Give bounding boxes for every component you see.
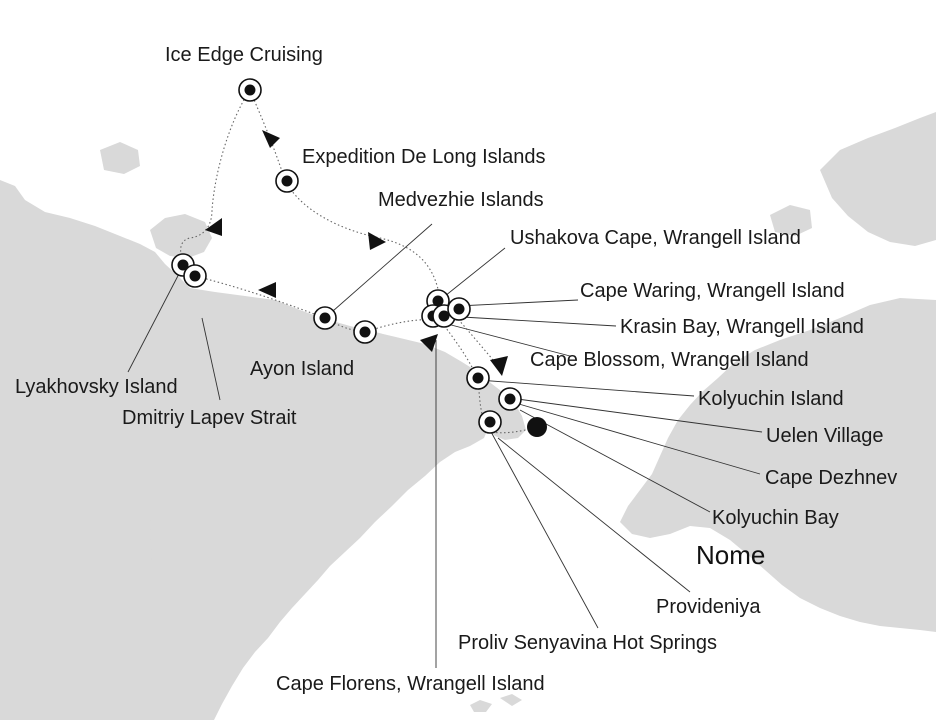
- aleutian-islands: [470, 694, 522, 712]
- port-marker[interactable]: [527, 417, 547, 437]
- arrow-icon: [490, 356, 508, 376]
- arrow-icon: [262, 130, 280, 148]
- label-kolyuchin-bay[interactable]: Kolyuchin Bay: [712, 507, 839, 529]
- label-medvezhie-islands[interactable]: Medvezhie Islands: [378, 189, 544, 211]
- stop-marker[interactable]: [183, 264, 207, 288]
- stop-marker[interactable]: [498, 387, 522, 411]
- arctic-island-small-ne: [770, 205, 812, 236]
- label-provideniya[interactable]: Provideniya: [656, 596, 761, 618]
- stop-marker[interactable]: [447, 297, 471, 321]
- label-uelen-village[interactable]: Uelen Village: [766, 425, 884, 447]
- label-port-nome[interactable]: Nome: [696, 540, 765, 570]
- kamchatka-landmass: [145, 510, 220, 720]
- stop-marker[interactable]: [466, 366, 490, 390]
- label-cape-waring[interactable]: Cape Waring, Wrangell Island: [580, 280, 845, 302]
- label-kolyuchin-island[interactable]: Kolyuchin Island: [698, 388, 844, 410]
- label-krasin-bay[interactable]: Krasin Bay, Wrangell Island: [620, 316, 864, 338]
- label-dmitriy-lapev-strait[interactable]: Dmitriy Lapev Strait: [122, 407, 297, 429]
- stop-marker[interactable]: [313, 306, 337, 330]
- stop-markers: [171, 78, 547, 437]
- land-layer: [0, 112, 936, 720]
- stop-marker[interactable]: [478, 410, 502, 434]
- arctic-islands-ne: [820, 112, 936, 246]
- labels: Ice Edge Cruising Expedition De Long Isl…: [15, 44, 897, 695]
- label-cape-florens[interactable]: Cape Florens, Wrangell Island: [276, 673, 545, 695]
- siberia-landmass: [0, 180, 490, 720]
- alaska-landmass: [620, 298, 936, 632]
- direction-arrows: [205, 130, 508, 376]
- stop-marker[interactable]: [353, 320, 377, 344]
- label-ice-edge-cruising[interactable]: Ice Edge Cruising: [165, 44, 323, 66]
- label-ushakova-cape[interactable]: Ushakova Cape, Wrangell Island: [510, 227, 801, 249]
- arrow-icon: [205, 218, 222, 236]
- arrow-icon: [258, 282, 276, 298]
- label-lyakhovsky-island[interactable]: Lyakhovsky Island: [15, 376, 178, 398]
- label-proliv-senyavina-hot-springs[interactable]: Proliv Senyavina Hot Springs: [458, 632, 717, 654]
- stop-marker[interactable]: [238, 78, 262, 102]
- stop-marker[interactable]: [275, 169, 299, 193]
- arrow-icon: [420, 334, 438, 352]
- arrow-icon: [368, 232, 386, 250]
- label-cape-dezhnev[interactable]: Cape Dezhnev: [765, 467, 897, 489]
- new-siberian-islands: [150, 214, 212, 258]
- leader-lines: [127, 223, 763, 668]
- label-expedition-de-long-islands[interactable]: Expedition De Long Islands: [302, 146, 546, 168]
- label-ayon-island[interactable]: Ayon Island: [250, 358, 354, 380]
- island-small-1: [100, 142, 140, 174]
- label-cape-blossom[interactable]: Cape Blossom, Wrangell Island: [530, 349, 809, 371]
